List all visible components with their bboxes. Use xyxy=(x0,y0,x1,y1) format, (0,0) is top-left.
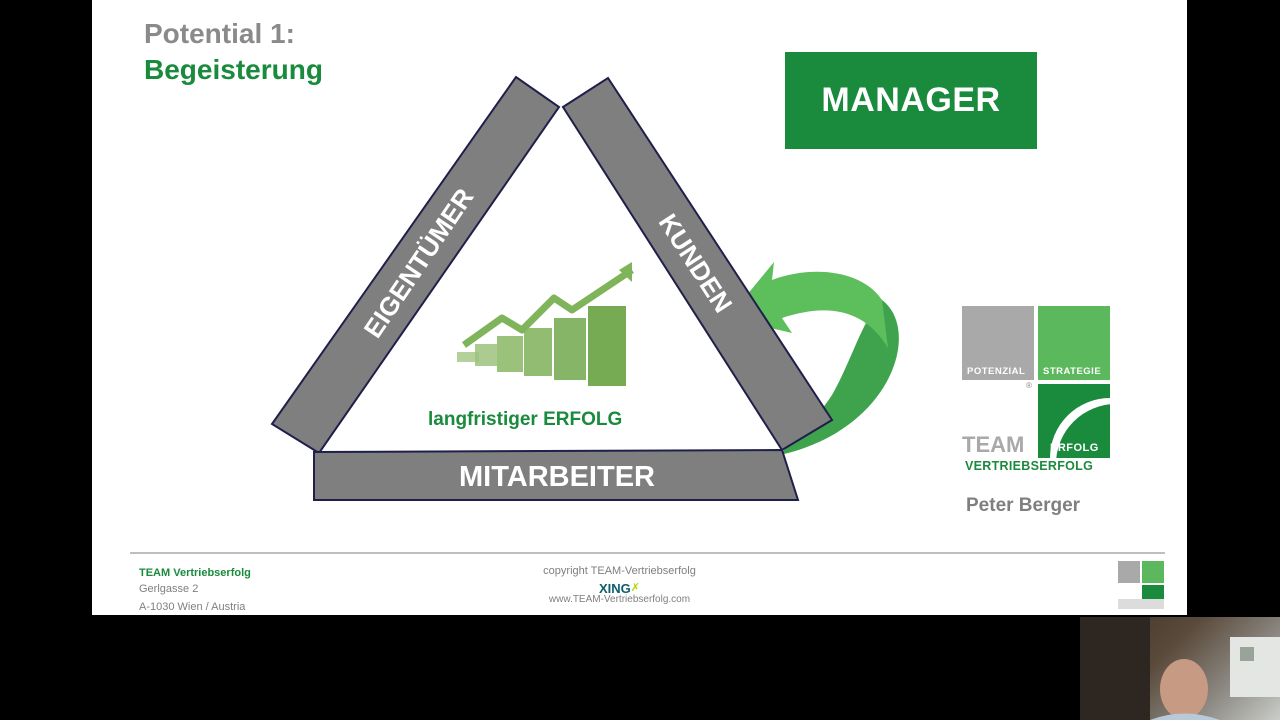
center-caption: langfristiger ERFOLG xyxy=(428,409,623,430)
xing-link[interactable]: XING✗ xyxy=(599,581,640,596)
logo-label-strategie: STRATEGIE xyxy=(1043,366,1102,377)
slide-title: Begeisterung xyxy=(144,54,323,85)
footer-divider xyxy=(130,552,1165,554)
webcam-person-icon xyxy=(1080,617,1280,720)
presenter-name: Peter Berger xyxy=(966,495,1081,516)
logo-tile-potenzial xyxy=(962,306,1034,380)
label-mitarbeiter: MITARBEITER xyxy=(459,461,655,493)
mini-logo-tile-green xyxy=(1142,561,1164,583)
registered-mark: ® xyxy=(1026,381,1032,390)
company-logo: POTENZIAL STRATEGIE ERFOLG ® TEAM VERTRI… xyxy=(962,306,1112,476)
xing-label: XING xyxy=(598,581,631,596)
mini-logo-tile-gray xyxy=(1118,561,1140,583)
logo-label-potenzial: POTENZIAL xyxy=(967,366,1026,377)
mini-logo-text-bar xyxy=(1118,599,1164,609)
bar-mitarbeiter xyxy=(313,448,800,501)
bar-kunden xyxy=(561,76,834,452)
triangle-diagram: EIGENTÜMER KUNDEN MITARBEITER xyxy=(270,75,899,501)
logo-label-erfolg: ERFOLG xyxy=(1050,442,1099,454)
footer-city: A-1030 Wien / Austria xyxy=(139,601,246,613)
footer-url-link[interactable]: www.TEAM-Vertriebserfolg.com xyxy=(548,594,691,605)
footer-address: TEAM Vertriebserfolg Gerlgasse 2 A-1030 … xyxy=(139,565,251,615)
logo-tagline: VERTRIEBSERFOLG xyxy=(965,459,1094,473)
footer-center: copyright TEAM-Vertriebserfolg XING✗ www… xyxy=(522,565,717,605)
logo-arc-icon xyxy=(1038,384,1110,458)
manager-box: MANAGER xyxy=(785,52,1037,149)
webcam-video-feed xyxy=(1080,617,1280,720)
footer-company: TEAM Vertriebserfolg xyxy=(139,567,251,579)
label-eigentuemer: EIGENTÜMER xyxy=(358,183,480,344)
slide-title-prefix: Potential 1: xyxy=(144,18,295,49)
footer-logo xyxy=(1118,561,1164,613)
manager-label: MANAGER xyxy=(821,81,1001,119)
footer-copyright: copyright TEAM-Vertriebserfolg xyxy=(543,565,696,577)
bar-eigentuemer xyxy=(270,75,561,455)
logo-word-team: TEAM xyxy=(962,432,1025,457)
logo-tile-strategie xyxy=(1038,306,1110,380)
growth-chart-icon xyxy=(457,262,634,386)
xing-icon: ✗ xyxy=(630,582,640,594)
footer-street: Gerlgasse 2 xyxy=(139,583,199,595)
presentation-slide: Potential 1: Begeisterung MANAGER EIGENT… xyxy=(92,0,1187,615)
